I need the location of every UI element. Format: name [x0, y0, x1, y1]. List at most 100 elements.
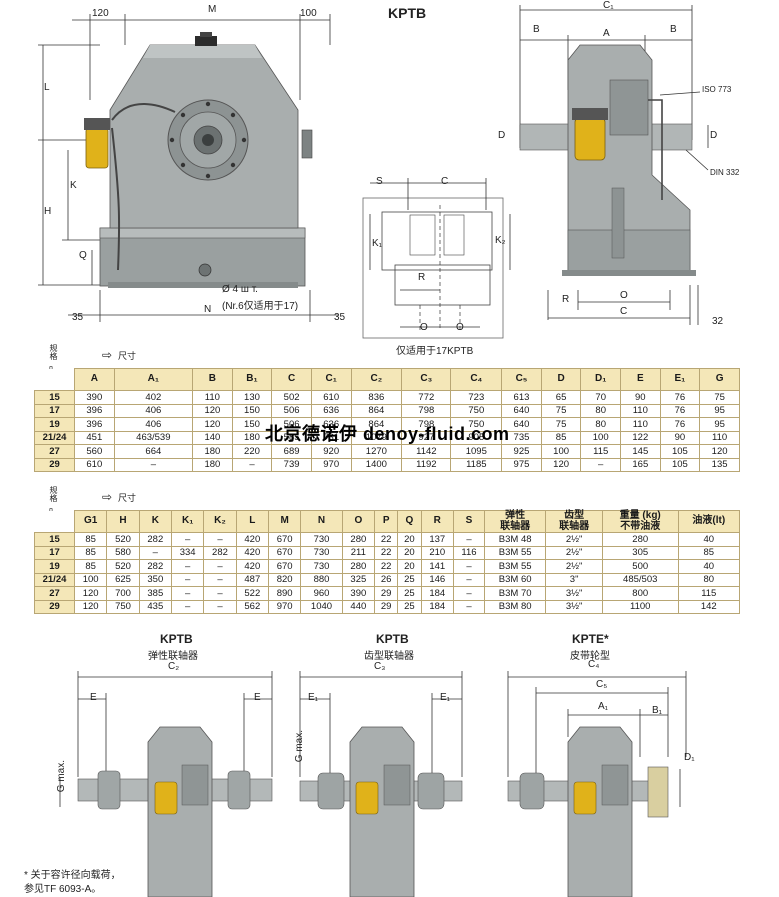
table-cell: 85 [677, 545, 741, 560]
dim-c-side: C [620, 306, 628, 317]
dim-r-detail: R [418, 272, 426, 283]
row-size-cell: 17 [34, 403, 75, 418]
table-cell: 120 [192, 403, 233, 418]
column-header: E₁ [659, 368, 701, 391]
table-cell: 500 [601, 559, 679, 574]
table-cell: 142 [677, 599, 741, 614]
table-cell: 800 [601, 586, 679, 601]
panel1-title: KPTB [160, 632, 193, 646]
row-size-cell: 29 [34, 599, 75, 614]
table-cell: 80 [580, 417, 621, 432]
table-cell: 640 [501, 403, 542, 418]
column-header: H [106, 510, 140, 533]
table-cell: 890 [267, 586, 302, 601]
table-cell: 960 [300, 586, 343, 601]
table-cell: B3M 70 [484, 586, 547, 601]
dim-e-left: E [90, 692, 97, 703]
column-header: M [267, 510, 302, 533]
dim-h: H [44, 206, 52, 217]
column-header: E [620, 368, 661, 391]
table-cell: 325 [341, 572, 376, 587]
right-arrow-icon: ⇨ [102, 348, 113, 362]
table-cell: 406 [113, 403, 194, 418]
table-cell: 210 [420, 545, 454, 560]
row-size-cell: 29 [34, 457, 75, 472]
table-cell: – [170, 559, 205, 574]
dim-a: A [603, 28, 610, 39]
table-cell: 40 [677, 559, 741, 574]
column-header: G1 [73, 510, 108, 533]
table-cell: 1400 [350, 457, 403, 472]
table-cell: 29 [374, 599, 399, 614]
table-cell: 85 [540, 430, 582, 445]
table-cell: 750 [106, 599, 140, 614]
table-cell: 150 [231, 417, 273, 432]
table-cell: 110 [699, 430, 740, 445]
table-cell: 110 [620, 403, 661, 418]
dim-100: 100 [300, 8, 317, 19]
table-cell: 1079 [350, 430, 403, 445]
row-size-cell: 17 [34, 545, 75, 560]
footnote-line-1: * 关于容许径向载荷， [24, 870, 121, 881]
table-cell: – [203, 532, 237, 547]
table-cell: 730 [300, 559, 343, 574]
table-cell: 487 [235, 572, 269, 587]
dim-n: N [204, 304, 212, 315]
column-header: L [235, 510, 269, 533]
table-cell: 165 [620, 457, 661, 472]
table-cell: – [452, 532, 486, 547]
column-header: N [300, 510, 343, 533]
table-cell: 282 [138, 532, 172, 547]
dim-o2-detail: O [456, 322, 464, 333]
table-cell: 137 [420, 532, 454, 547]
table-cell: 927 [401, 430, 452, 445]
table-cell: 25 [397, 599, 422, 614]
table-cell: 120 [73, 599, 108, 614]
table-cell: 970 [310, 457, 352, 472]
table-cell: 75 [699, 390, 740, 405]
table-cell: 115 [580, 444, 621, 459]
row-size-cell: 19 [34, 417, 75, 432]
table-cell: 2½" [545, 545, 603, 560]
table-cell: – [113, 457, 194, 472]
legend-dim-label-2: 尺寸 [118, 493, 137, 503]
column-header: O [341, 510, 376, 533]
panel3-subtitle: 皮带轮型 [570, 651, 610, 662]
table-cell: 440 [341, 599, 376, 614]
table-cell: 772 [401, 390, 452, 405]
table-cell: 184 [420, 599, 454, 614]
dim-o-side: O [620, 290, 628, 301]
column-header: A₁ [113, 368, 194, 391]
table-cell: 146 [420, 572, 454, 587]
hole-note-2: (Nr.6仅适用于17) [222, 301, 299, 312]
table-cell: 75 [540, 417, 582, 432]
page-title: KPTB [388, 5, 427, 21]
table-cell: 905 [450, 430, 503, 445]
table-cell: 120 [699, 444, 740, 459]
dim-q: Q [79, 250, 87, 261]
table-cell: 85 [73, 532, 108, 547]
table-cell: 463/539 [113, 430, 194, 445]
table-cell: B3M 55 [484, 545, 547, 560]
table-corner [34, 368, 75, 391]
panel2-subtitle: 齿型联轴器 [364, 651, 414, 662]
table-cell: 280 [341, 559, 376, 574]
table-cell: 76 [659, 417, 701, 432]
table-cell: – [452, 586, 486, 601]
table-cell: 3½" [545, 586, 603, 601]
table-cell: 2½" [545, 532, 603, 547]
table-cell: 90 [620, 390, 661, 405]
table-cell: 120 [73, 586, 108, 601]
dim-120: 120 [92, 8, 109, 19]
table-cell: 100 [73, 572, 108, 587]
table-cell: 390 [74, 390, 115, 405]
table-cell: 22 [374, 532, 399, 547]
table-cell: – [170, 572, 205, 587]
table-corner [34, 510, 75, 533]
panel2-title: KPTB [376, 632, 409, 646]
column-header: R [420, 510, 454, 533]
